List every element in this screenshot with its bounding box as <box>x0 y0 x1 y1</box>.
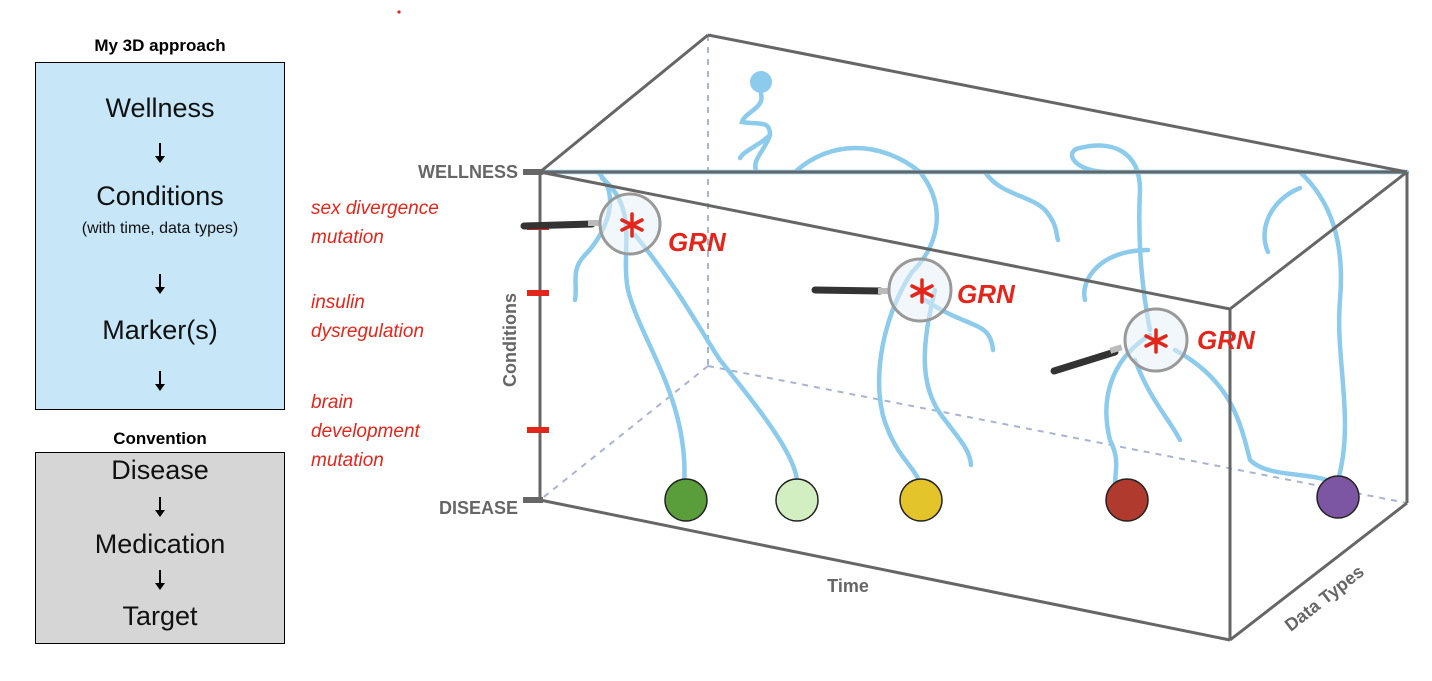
grn-label-1: GRN <box>668 227 727 257</box>
approach-step-conditions: Conditions <box>96 181 224 211</box>
approach-conditions-note: (with time, data types) <box>81 220 239 237</box>
convention-title: Convention <box>113 429 207 448</box>
marker-circle-2 <box>775 478 819 522</box>
approach-title: My 3D approach <box>94 36 226 55</box>
arrow-down-icon <box>155 274 165 294</box>
convention-step-target: Target <box>122 601 198 631</box>
conditions-axis-label: Conditions <box>500 293 520 387</box>
convention-box: Disease Medication Target <box>35 452 285 644</box>
wellness-label: WELLNESS <box>418 162 518 182</box>
grn-label-2: GRN <box>957 279 1016 309</box>
approach-box: Wellness Conditions (with time, data typ… <box>35 62 285 410</box>
marker-circles <box>664 475 1360 522</box>
disease-label: DISEASE <box>439 498 518 518</box>
time-axis-label: Time <box>827 576 869 596</box>
red-dot <box>397 10 401 14</box>
marker-circle-4 <box>1105 478 1149 522</box>
marker-circle-5 <box>1316 475 1360 519</box>
grn-label-3: GRN <box>1197 325 1256 355</box>
marker-circle-3 <box>899 478 943 522</box>
wellness-tick <box>523 169 543 175</box>
box-edges <box>538 33 1409 642</box>
marker-circle-1 <box>664 478 708 522</box>
arrow-down-icon <box>155 570 165 590</box>
arrow-down-icon <box>155 143 165 163</box>
hidden-edges <box>539 35 1408 504</box>
asterisk-icons <box>620 212 1168 354</box>
approach-step-wellness: Wellness <box>105 93 215 123</box>
condition-ticks <box>527 224 549 433</box>
data-types-axis-label: Data Types <box>1281 561 1368 635</box>
convention-step-disease: Disease <box>111 455 209 485</box>
arrow-down-icon <box>155 371 165 391</box>
magnifier-2 <box>811 257 953 323</box>
disease-tick <box>523 497 543 503</box>
approach-step-markers: Marker(s) <box>102 315 218 345</box>
arrow-down-icon <box>155 497 165 517</box>
convention-step-medication: Medication <box>94 529 226 559</box>
